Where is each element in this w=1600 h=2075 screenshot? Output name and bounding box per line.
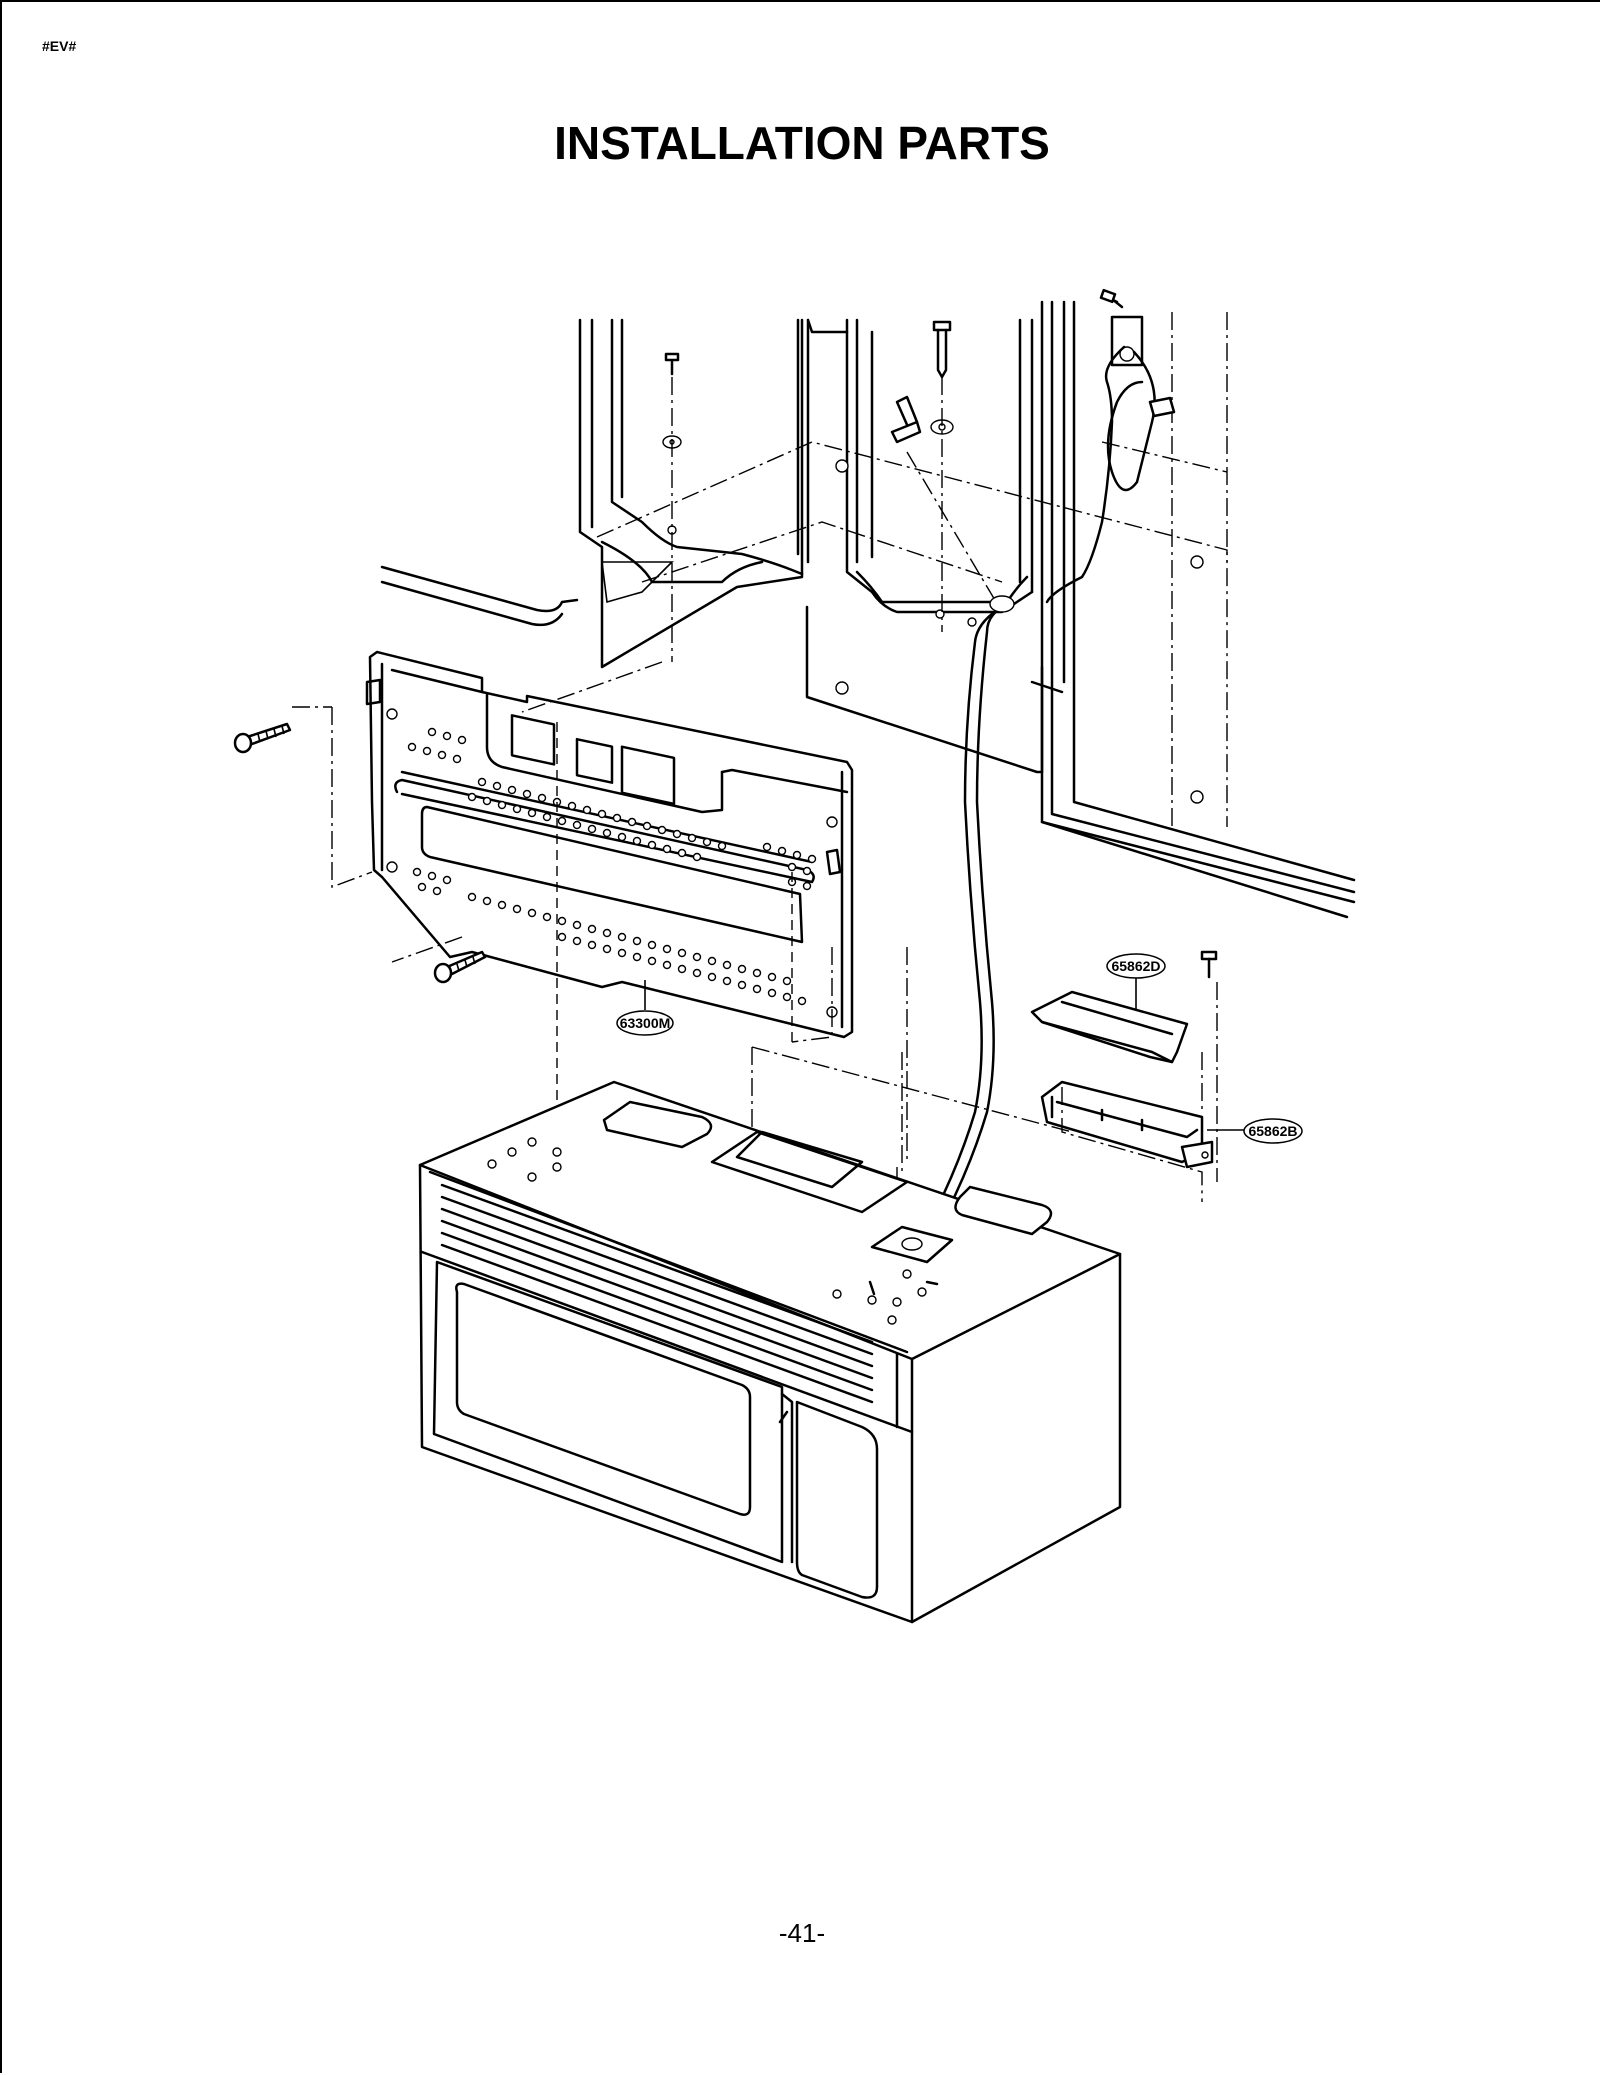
callout-label-65862D: 65862D: [1111, 958, 1160, 974]
damper-assembly: 65862D 65862B: [1030, 950, 1303, 1202]
plate-guide-lines: [292, 661, 1073, 1252]
cabinet-screws: [662, 288, 1124, 662]
document-code: #EV#: [42, 38, 77, 54]
callout-mounting-plate: 63300M: [616, 980, 674, 1036]
page-title: INSTALLATION PARTS: [554, 117, 1050, 169]
callout-label-65862B: 65862B: [1248, 1123, 1297, 1139]
mounting-plate: [365, 650, 854, 1039]
power-cord: [923, 315, 1176, 1239]
microwave-oven: [418, 1080, 1122, 1624]
vent-grille: [440, 1183, 874, 1404]
plate-holes: [407, 727, 817, 1006]
wood-screws: [233, 722, 487, 984]
wall-cabinets: [380, 300, 1356, 919]
callout-label-63300M: 63300M: [620, 1015, 671, 1031]
page-number: -41-: [778, 1918, 826, 1948]
